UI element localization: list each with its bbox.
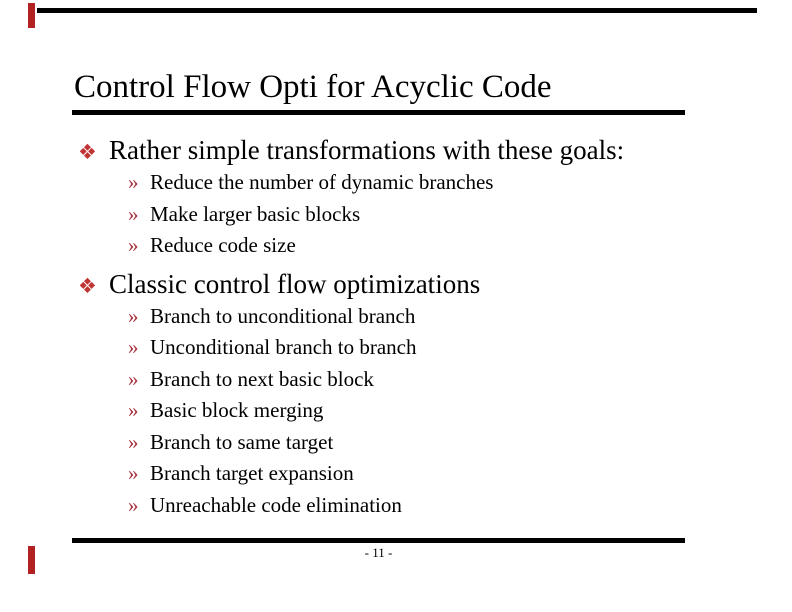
sub-bullet-item: » Branch to unconditional branch — [0, 301, 792, 333]
page-number: - 11 - — [364, 545, 393, 560]
sub-bullet-text: Branch to next basic block — [150, 366, 374, 391]
guillemet-bullet-icon: » — [128, 170, 139, 194]
sub-bullet-item: » Make larger basic blocks — [0, 199, 792, 231]
guillemet-bullet-icon: » — [128, 201, 139, 226]
guillemet-bullet-icon: » — [128, 398, 139, 422]
bottom-horizontal-rule — [72, 538, 685, 543]
guillemet-bullet-icon: » — [128, 303, 139, 328]
bottom-left-red-accent-bar — [28, 546, 35, 574]
sub-bullet-text: Make larger basic blocks — [150, 201, 361, 226]
sub-bullet-item: » Branch to same target — [0, 427, 792, 459]
sub-bullet-text: Unconditional branch to branch — [150, 335, 417, 359]
sub-bullet-text: Basic block merging — [150, 398, 324, 422]
sub-bullet-item: » Reduce the number of dynamic branches — [0, 167, 792, 199]
guillemet-bullet-icon: » — [128, 335, 139, 359]
guillemet-bullet-icon: » — [128, 492, 139, 517]
bullet-text: Rather simple transformations with these… — [109, 135, 625, 165]
guillemet-bullet-icon: » — [128, 461, 139, 485]
sub-bullet-item: » Basic block merging — [0, 395, 792, 427]
sub-bullet-text: Reduce code size — [150, 233, 296, 257]
sub-bullet-text: Reduce the number of dynamic branches — [150, 170, 494, 194]
top-horizontal-rule — [37, 8, 757, 13]
diamond-bullet-icon: ❖ — [78, 140, 97, 164]
sub-bullet-text: Unreachable code elimination — [150, 492, 402, 517]
sub-bullet-item: » Unconditional branch to branch — [0, 332, 792, 364]
sub-bullet-item: » Unreachable code elimination — [0, 490, 792, 522]
bullet-item: ❖ Classic control flow optimizations — [0, 267, 792, 301]
slide-body: ❖ Rather simple transformations with thes… — [0, 133, 792, 521]
diamond-bullet-icon: ❖ — [78, 273, 97, 298]
title-underline-rule — [72, 110, 685, 115]
top-left-red-accent-bar — [28, 3, 35, 28]
sub-bullet-text: Branch target expansion — [150, 461, 354, 485]
bullet-item: ❖ Rather simple transformations with thes… — [0, 133, 792, 167]
guillemet-bullet-icon: » — [128, 366, 139, 391]
bullet-text: Classic control flow optimizations — [109, 268, 481, 299]
sub-bullet-text: Branch to unconditional branch — [150, 303, 416, 328]
sub-bullet-item: » Branch target expansion — [0, 458, 792, 490]
sub-bullet-item: » Branch to next basic block — [0, 364, 792, 396]
slide-title: Control Flow Opti for Acyclic Code — [74, 69, 552, 105]
guillemet-bullet-icon: » — [128, 429, 139, 454]
guillemet-bullet-icon: » — [128, 233, 139, 257]
sub-bullet-text: Branch to same target — [150, 429, 334, 454]
sub-bullet-item: » Reduce code size — [0, 230, 792, 262]
